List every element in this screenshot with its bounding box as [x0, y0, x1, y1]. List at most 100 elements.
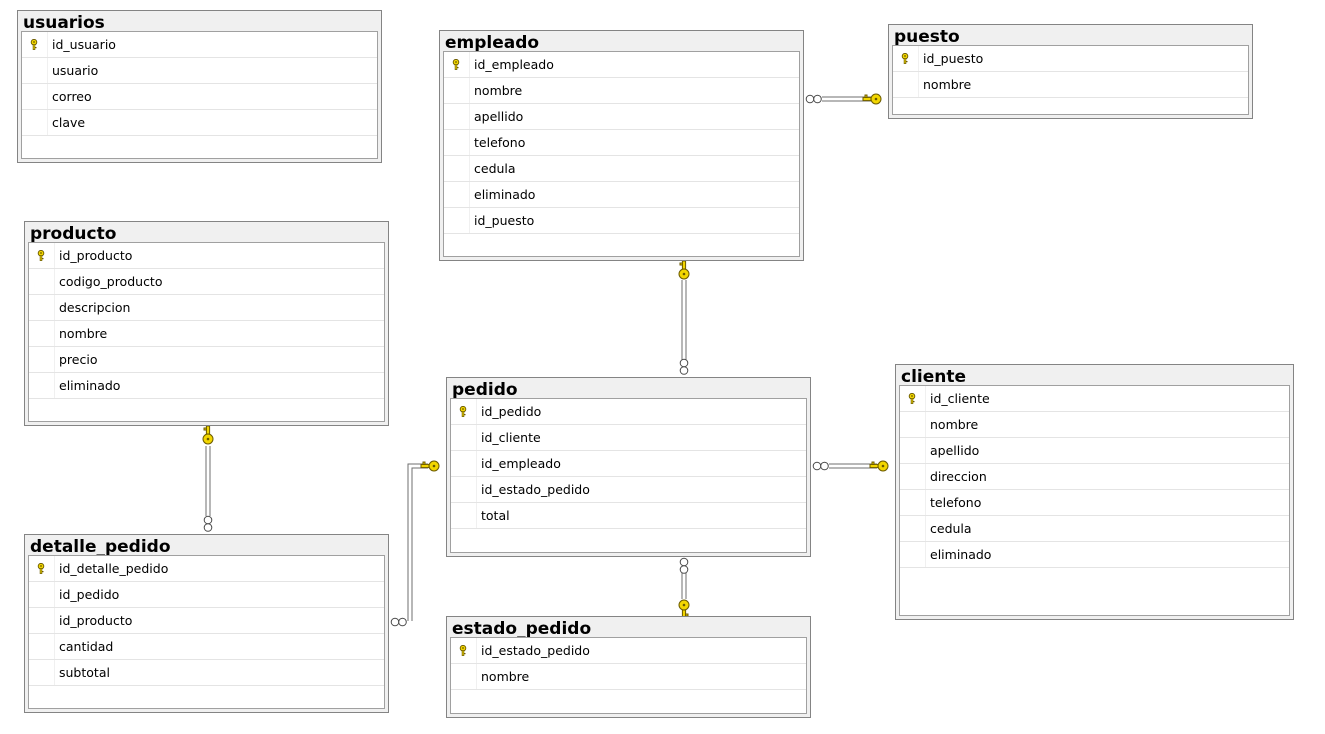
- row-selector[interactable]: [444, 104, 470, 129]
- row-selector[interactable]: [29, 269, 55, 294]
- row-selector[interactable]: [22, 58, 48, 83]
- row-selector[interactable]: [29, 660, 55, 685]
- row-selector[interactable]: [900, 412, 926, 437]
- column-row[interactable]: cedula: [900, 516, 1289, 542]
- one-end-key-marker: [869, 460, 889, 472]
- row-selector[interactable]: [893, 46, 919, 71]
- column-row[interactable]: id_usuario: [22, 32, 377, 58]
- row-selector[interactable]: [900, 464, 926, 489]
- row-selector[interactable]: [444, 78, 470, 103]
- column-row[interactable]: id_pedido: [29, 582, 384, 608]
- column-name: codigo_producto: [59, 274, 163, 289]
- column-row[interactable]: id_producto: [29, 243, 384, 269]
- column-row[interactable]: id_detalle_pedido: [29, 556, 384, 582]
- row-selector[interactable]: [444, 156, 470, 181]
- column-row[interactable]: id_empleado: [451, 451, 806, 477]
- column-row[interactable]: direccion: [900, 464, 1289, 490]
- row-selector[interactable]: [900, 490, 926, 515]
- column-name: id_producto: [59, 248, 133, 263]
- column-row[interactable]: apellido: [900, 438, 1289, 464]
- column-row[interactable]: eliminado: [900, 542, 1289, 568]
- row-selector[interactable]: [900, 516, 926, 541]
- row-selector[interactable]: [29, 556, 55, 581]
- row-selector[interactable]: [444, 52, 470, 77]
- row-selector[interactable]: [22, 84, 48, 109]
- column-row[interactable]: cantidad: [29, 634, 384, 660]
- row-selector[interactable]: [444, 130, 470, 155]
- column-row[interactable]: nombre: [893, 72, 1248, 98]
- column-row[interactable]: total: [451, 503, 806, 529]
- row-selector[interactable]: [444, 182, 470, 207]
- column-row[interactable]: correo: [22, 84, 377, 110]
- column-row[interactable]: id_cliente: [451, 425, 806, 451]
- column-row[interactable]: id_empleado: [444, 52, 799, 78]
- row-selector[interactable]: [893, 72, 919, 97]
- many-end-marker: [203, 515, 213, 532]
- column-name: nombre: [59, 326, 108, 341]
- row-selector[interactable]: [451, 503, 477, 528]
- row-selector[interactable]: [22, 32, 48, 57]
- column-row[interactable]: precio: [29, 347, 384, 373]
- row-selector[interactable]: [22, 110, 48, 135]
- column-name: apellido: [930, 443, 980, 458]
- column-row[interactable]: id_cliente: [900, 386, 1289, 412]
- column-row[interactable]: usuario: [22, 58, 377, 84]
- row-selector[interactable]: [451, 425, 477, 450]
- column-name: telefono: [474, 135, 526, 150]
- column-row[interactable]: nombre: [900, 412, 1289, 438]
- column-row[interactable]: telefono: [444, 130, 799, 156]
- column-row[interactable]: id_puesto: [444, 208, 799, 234]
- row-selector[interactable]: [29, 321, 55, 346]
- column-name: eliminado: [59, 378, 121, 393]
- column-row[interactable]: nombre: [29, 321, 384, 347]
- column-row[interactable]: id_producto: [29, 608, 384, 634]
- row-selector[interactable]: [444, 208, 470, 233]
- row-selector[interactable]: [29, 295, 55, 320]
- column-row[interactable]: apellido: [444, 104, 799, 130]
- row-selector[interactable]: [29, 243, 55, 268]
- column-row[interactable]: id_estado_pedido: [451, 477, 806, 503]
- row-selector[interactable]: [451, 664, 477, 689]
- column-row[interactable]: id_estado_pedido: [451, 638, 806, 664]
- many-end-marker: [679, 358, 689, 375]
- column-name: cedula: [474, 161, 516, 176]
- row-selector[interactable]: [900, 438, 926, 463]
- column-row[interactable]: eliminado: [29, 373, 384, 399]
- row-selector[interactable]: [451, 451, 477, 476]
- column-row[interactable]: descripcion: [29, 295, 384, 321]
- row-selector[interactable]: [29, 608, 55, 633]
- row-selector[interactable]: [29, 347, 55, 372]
- column-name: id_cliente: [930, 391, 990, 406]
- column-row[interactable]: id_pedido: [451, 399, 806, 425]
- column-name: correo: [52, 89, 92, 104]
- table-title: pedido: [452, 380, 518, 399]
- column-row[interactable]: cedula: [444, 156, 799, 182]
- column-row[interactable]: clave: [22, 110, 377, 136]
- primary-key-icon: [908, 393, 916, 404]
- column-row[interactable]: id_puesto: [893, 46, 1248, 72]
- column-row[interactable]: subtotal: [29, 660, 384, 686]
- row-selector[interactable]: [451, 638, 477, 663]
- column-row[interactable]: eliminado: [444, 182, 799, 208]
- row-selector[interactable]: [29, 582, 55, 607]
- row-selector[interactable]: [29, 373, 55, 398]
- row-selector[interactable]: [451, 399, 477, 424]
- row-selector[interactable]: [29, 634, 55, 659]
- column-name: id_estado_pedido: [481, 482, 590, 497]
- column-row[interactable]: codigo_producto: [29, 269, 384, 295]
- row-selector[interactable]: [900, 386, 926, 411]
- row-selector[interactable]: [900, 542, 926, 567]
- primary-key-icon: [37, 250, 45, 261]
- column-row[interactable]: telefono: [900, 490, 1289, 516]
- column-row[interactable]: nombre: [451, 664, 806, 690]
- row-selector[interactable]: [451, 477, 477, 502]
- column-row[interactable]: nombre: [444, 78, 799, 104]
